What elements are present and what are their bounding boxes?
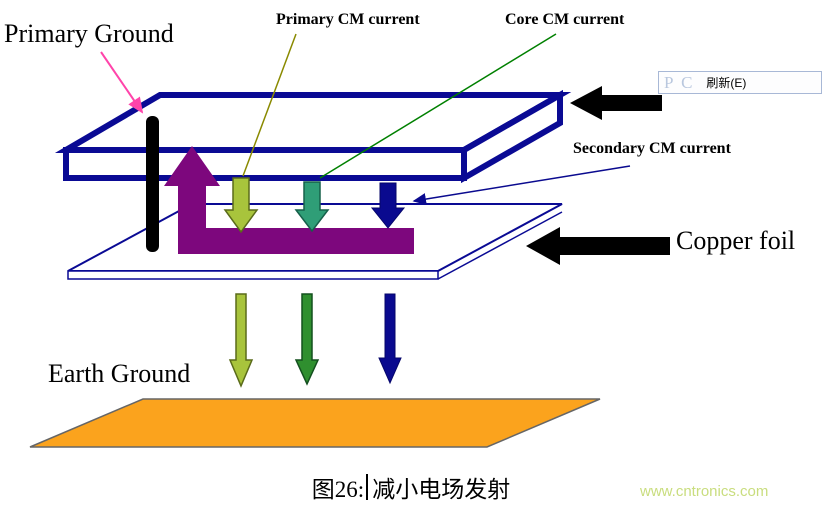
text-cursor (366, 474, 369, 500)
figure-caption[interactable]: 图26: 减小电场发射 (0, 470, 822, 504)
menu-ghost-text: P C (664, 72, 695, 92)
primary-ground-pointer-line (100, 51, 144, 114)
core-cm-pointer-line (319, 33, 557, 179)
menu-item-refresh[interactable]: 刷新(E) (706, 76, 747, 90)
primary-winding-bar (146, 116, 159, 252)
earth-arrow-primary (228, 293, 254, 388)
copper-plane-front-edge (67, 270, 439, 280)
earth-arrow-secondary (378, 293, 402, 385)
core-cm-arrow (294, 181, 330, 233)
secondary-cm-current-label: Secondary CM current (573, 140, 731, 157)
copper-plane-right-edge (437, 211, 563, 280)
watermark: www.cntronics.com (640, 483, 769, 500)
primary-cm-pointer-line (242, 33, 297, 177)
secondary-cm-arrow (370, 182, 406, 229)
board-pointer-arrow (570, 86, 662, 120)
earth-ground-plane (29, 398, 601, 448)
earth-ground-label: Earth Ground (48, 359, 191, 388)
secondary-cm-pointer-line (412, 165, 631, 206)
primary-cm-current-label: Primary CM current (276, 11, 420, 28)
caption-text: 减小电场发射 (372, 477, 511, 502)
copper-foil-pointer-arrow (526, 227, 670, 265)
copper-foil-label: Copper foil (676, 226, 796, 255)
purple-return-current-arrow (164, 146, 414, 254)
earth-arrow-core (294, 293, 320, 386)
primary-cm-arrow (223, 177, 259, 234)
pcb-front-face (63, 147, 467, 181)
primary-ground-label: Primary Ground (4, 19, 174, 48)
caption-prefix: 图26: (311, 477, 365, 502)
core-cm-current-label: Core CM current (505, 11, 625, 28)
context-menu-fragment: P C 刷新(E) (658, 71, 822, 94)
